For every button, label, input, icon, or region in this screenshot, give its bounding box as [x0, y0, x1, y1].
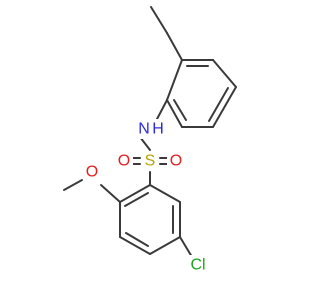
chlorine-label-bg: [185, 255, 211, 275]
nh-label-bg: [132, 119, 172, 139]
chlorine-label: Cl: [190, 257, 205, 274]
bond-ethyl-ch3: [150, 6, 168, 34]
hydrogen-label: H: [152, 121, 164, 138]
oxygen-methoxy-label: O: [86, 164, 98, 181]
bond-lower-ring-3-inner: [125, 232, 149, 247]
bond-lower-ring-4: [149, 236, 181, 255]
molecule-structure: N H S O O O Cl: [63, 6, 237, 275]
bond-upper-ring-6: [166, 59, 183, 101]
bond-upper-ring-5: [166, 99, 183, 128]
bond-ethyl-ch2: [166, 32, 183, 61]
oxygen-right-bg: [167, 151, 185, 171]
bond-upper-ring-3: [212, 86, 237, 128]
bond-lower-ring-1: [119, 184, 151, 203]
bond-ring-n: [155, 99, 168, 122]
bond-lower-ring-3: [119, 236, 151, 255]
bond-lower-ring-6: [149, 184, 181, 203]
sulfur-label-bg: [141, 151, 159, 171]
oxygen-right-label: O: [170, 153, 182, 170]
bond-ome-ch3: [63, 179, 83, 191]
bond-upper-ring-5-inner: [173, 99, 187, 121]
bond-n-s: [139, 136, 151, 151]
bond-upper-ring-3-inner: [208, 87, 229, 122]
sulfur-label: S: [145, 153, 156, 170]
bond-ring-ome: [100, 184, 121, 203]
oxygen-methoxy-bg: [83, 162, 101, 182]
atom-label-layer: N H S O O O Cl: [83, 119, 211, 275]
bond-lower-ring-1-inner: [124, 192, 149, 207]
bond-ring-cl: [179, 236, 193, 258]
bond-upper-ring-2: [212, 59, 237, 88]
oxygen-left-bg: [115, 151, 133, 171]
nitrogen-label: N: [138, 121, 150, 138]
oxygen-left-label: O: [118, 153, 130, 170]
